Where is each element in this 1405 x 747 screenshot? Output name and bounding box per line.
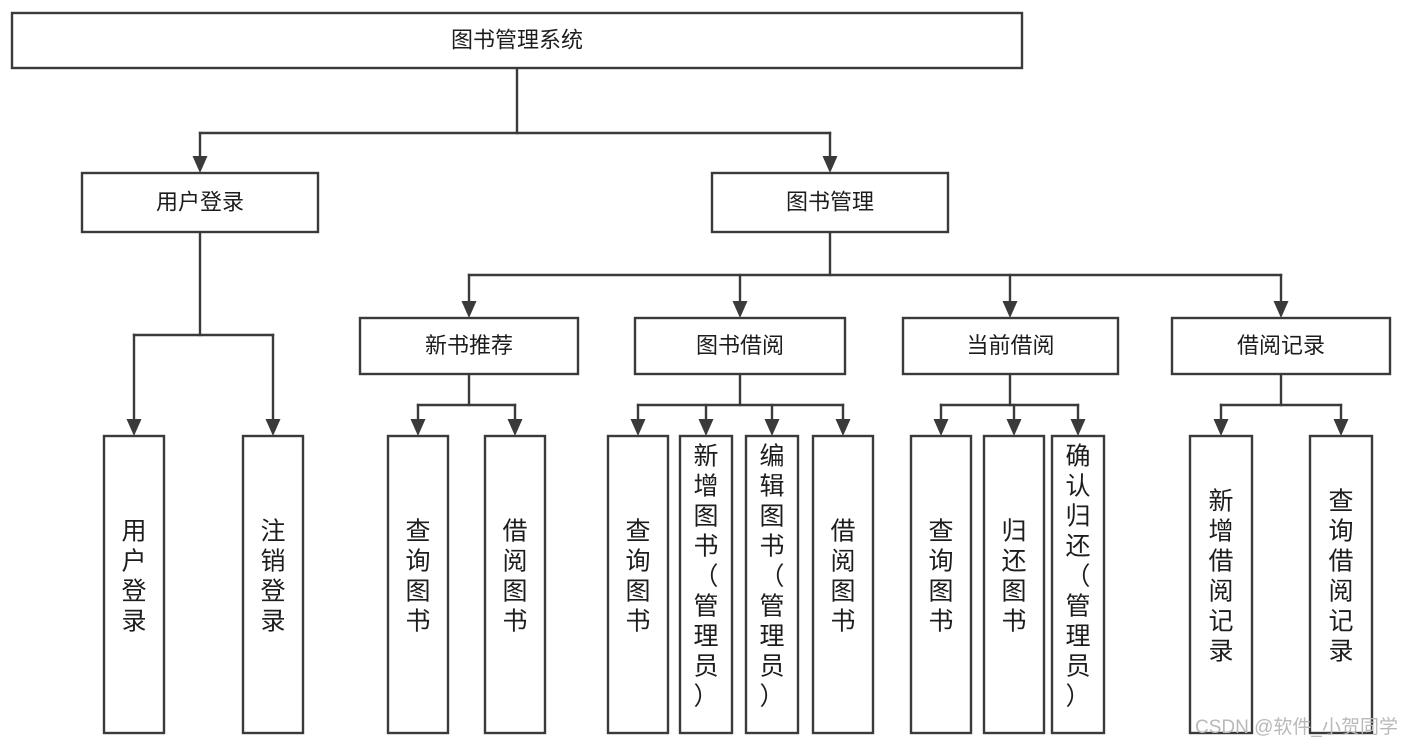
node-label-leaf-query-book-3: 查询图书 (928, 518, 953, 636)
node-leaf-confirm-return[interactable]: 确认归还（管理员） (1050, 434, 1106, 735)
nodes-layer: 图书管理系统用户登录图书管理新书推荐图书借阅当前借阅借阅记录用户登录注销登录查询… (10, 11, 1392, 735)
node-label-root: 图书管理系统 (451, 27, 583, 52)
node-box-leaf-query-book-3[interactable] (909, 434, 973, 735)
node-box-leaf-return-book[interactable] (982, 434, 1046, 735)
arrow-head-icon (1070, 419, 1086, 436)
connectors-layer (126, 66, 1349, 436)
node-box-book-manage[interactable] (710, 171, 950, 234)
node-user-login[interactable]: 用户登录 (80, 171, 320, 234)
node-root[interactable]: 图书管理系统 (10, 11, 1024, 70)
node-box-leaf-user-login[interactable] (102, 434, 166, 735)
arrow-head-icon (732, 301, 748, 318)
node-new-book-rec[interactable]: 新书推荐 (358, 316, 580, 376)
node-box-leaf-edit-book[interactable] (744, 434, 800, 735)
connector-new-book-rec-to-leaves (410, 372, 523, 436)
node-label-leaf-add-book: 新增图书（管理员） (693, 443, 718, 711)
node-leaf-borrow-book-1[interactable]: 借阅图书 (483, 434, 547, 735)
node-label-leaf-borrow-book-1: 借阅图书 (502, 518, 527, 636)
connector-book-manage-to-level2 (461, 230, 1289, 318)
connector-borrow-record-to-leaves (1213, 372, 1349, 436)
node-label-current-borrow: 当前借阅 (966, 333, 1054, 358)
arrow-head-icon (1006, 419, 1022, 436)
node-label-leaf-add-record: 新增借阅记录 (1208, 488, 1233, 666)
node-box-leaf-borrow-book-1[interactable] (483, 434, 547, 735)
connector-current-borrow-to-leaves (933, 372, 1086, 436)
node-box-leaf-add-record[interactable] (1188, 434, 1254, 735)
node-box-current-borrow[interactable] (901, 316, 1120, 376)
csdn-watermark: CSDN @软件_小贺同学 (1195, 716, 1398, 738)
node-leaf-query-record[interactable]: 查询借阅记录 (1308, 434, 1374, 735)
node-label-leaf-query-book-2: 查询图书 (625, 518, 650, 636)
node-label-leaf-borrow-book-2: 借阅图书 (830, 518, 855, 636)
node-book-manage[interactable]: 图书管理 (710, 171, 950, 234)
node-box-user-login[interactable] (80, 171, 320, 234)
arrow-head-icon (698, 419, 714, 436)
node-box-borrow-record[interactable] (1170, 316, 1392, 376)
node-box-book-borrow[interactable] (633, 316, 847, 376)
arrow-head-icon (630, 419, 646, 436)
arrow-head-icon (507, 419, 523, 436)
arrow-head-icon (126, 419, 142, 436)
node-box-leaf-query-book-2[interactable] (606, 434, 670, 735)
node-box-leaf-query-record[interactable] (1308, 434, 1374, 735)
arrow-head-icon (192, 156, 208, 173)
node-label-leaf-return-book: 归还图书 (1001, 518, 1026, 636)
arrow-head-icon (1273, 301, 1289, 318)
arrow-head-icon (265, 419, 281, 436)
node-box-leaf-query-book-1[interactable] (386, 434, 450, 735)
node-box-leaf-confirm-return[interactable] (1050, 434, 1106, 735)
arrow-head-icon (933, 419, 949, 436)
node-label-new-book-rec: 新书推荐 (425, 333, 513, 358)
node-leaf-edit-book[interactable]: 编辑图书（管理员） (744, 434, 800, 735)
node-box-leaf-logout[interactable] (241, 434, 305, 735)
arrow-head-icon (1213, 419, 1229, 436)
node-leaf-borrow-book-2[interactable]: 借阅图书 (811, 434, 875, 735)
connector-user-login-to-leaves (126, 230, 281, 436)
node-label-leaf-edit-book: 编辑图书（管理员） (759, 443, 784, 711)
node-box-leaf-borrow-book-2[interactable] (811, 434, 875, 735)
arrow-head-icon (1002, 301, 1018, 318)
node-leaf-query-book-1[interactable]: 查询图书 (386, 434, 450, 735)
node-label-borrow-record: 借阅记录 (1237, 333, 1325, 358)
node-box-new-book-rec[interactable] (358, 316, 580, 376)
node-box-leaf-add-book[interactable] (678, 434, 734, 735)
node-leaf-return-book[interactable]: 归还图书 (982, 434, 1046, 735)
node-current-borrow[interactable]: 当前借阅 (901, 316, 1120, 376)
node-leaf-query-book-2[interactable]: 查询图书 (606, 434, 670, 735)
node-box-root[interactable] (10, 11, 1024, 70)
node-label-leaf-query-record: 查询借阅记录 (1328, 488, 1353, 666)
node-leaf-add-record[interactable]: 新增借阅记录 (1188, 434, 1254, 735)
connector-book-borrow-to-leaves (630, 372, 851, 436)
arrow-head-icon (461, 301, 477, 318)
node-label-user-login: 用户登录 (156, 189, 244, 214)
node-borrow-record[interactable]: 借阅记录 (1170, 316, 1392, 376)
arrow-head-icon (1333, 419, 1349, 436)
node-label-leaf-user-login: 用户登录 (121, 518, 146, 636)
node-label-leaf-query-book-1: 查询图书 (405, 518, 430, 636)
connector-root-to-level1 (192, 66, 838, 173)
node-label-book-borrow: 图书借阅 (696, 333, 784, 358)
node-label-leaf-logout: 注销登录 (260, 518, 285, 636)
node-book-borrow[interactable]: 图书借阅 (633, 316, 847, 376)
arrow-head-icon (822, 156, 838, 173)
node-leaf-add-book[interactable]: 新增图书（管理员） (678, 434, 734, 735)
node-leaf-logout[interactable]: 注销登录 (241, 434, 305, 735)
node-leaf-user-login[interactable]: 用户登录 (102, 434, 166, 735)
arrow-head-icon (764, 419, 780, 436)
node-label-book-manage: 图书管理 (786, 189, 874, 214)
node-label-leaf-confirm-return: 确认归还（管理员） (1065, 443, 1090, 711)
arrow-head-icon (410, 419, 426, 436)
node-leaf-query-book-3[interactable]: 查询图书 (909, 434, 973, 735)
arrow-head-icon (835, 419, 851, 436)
